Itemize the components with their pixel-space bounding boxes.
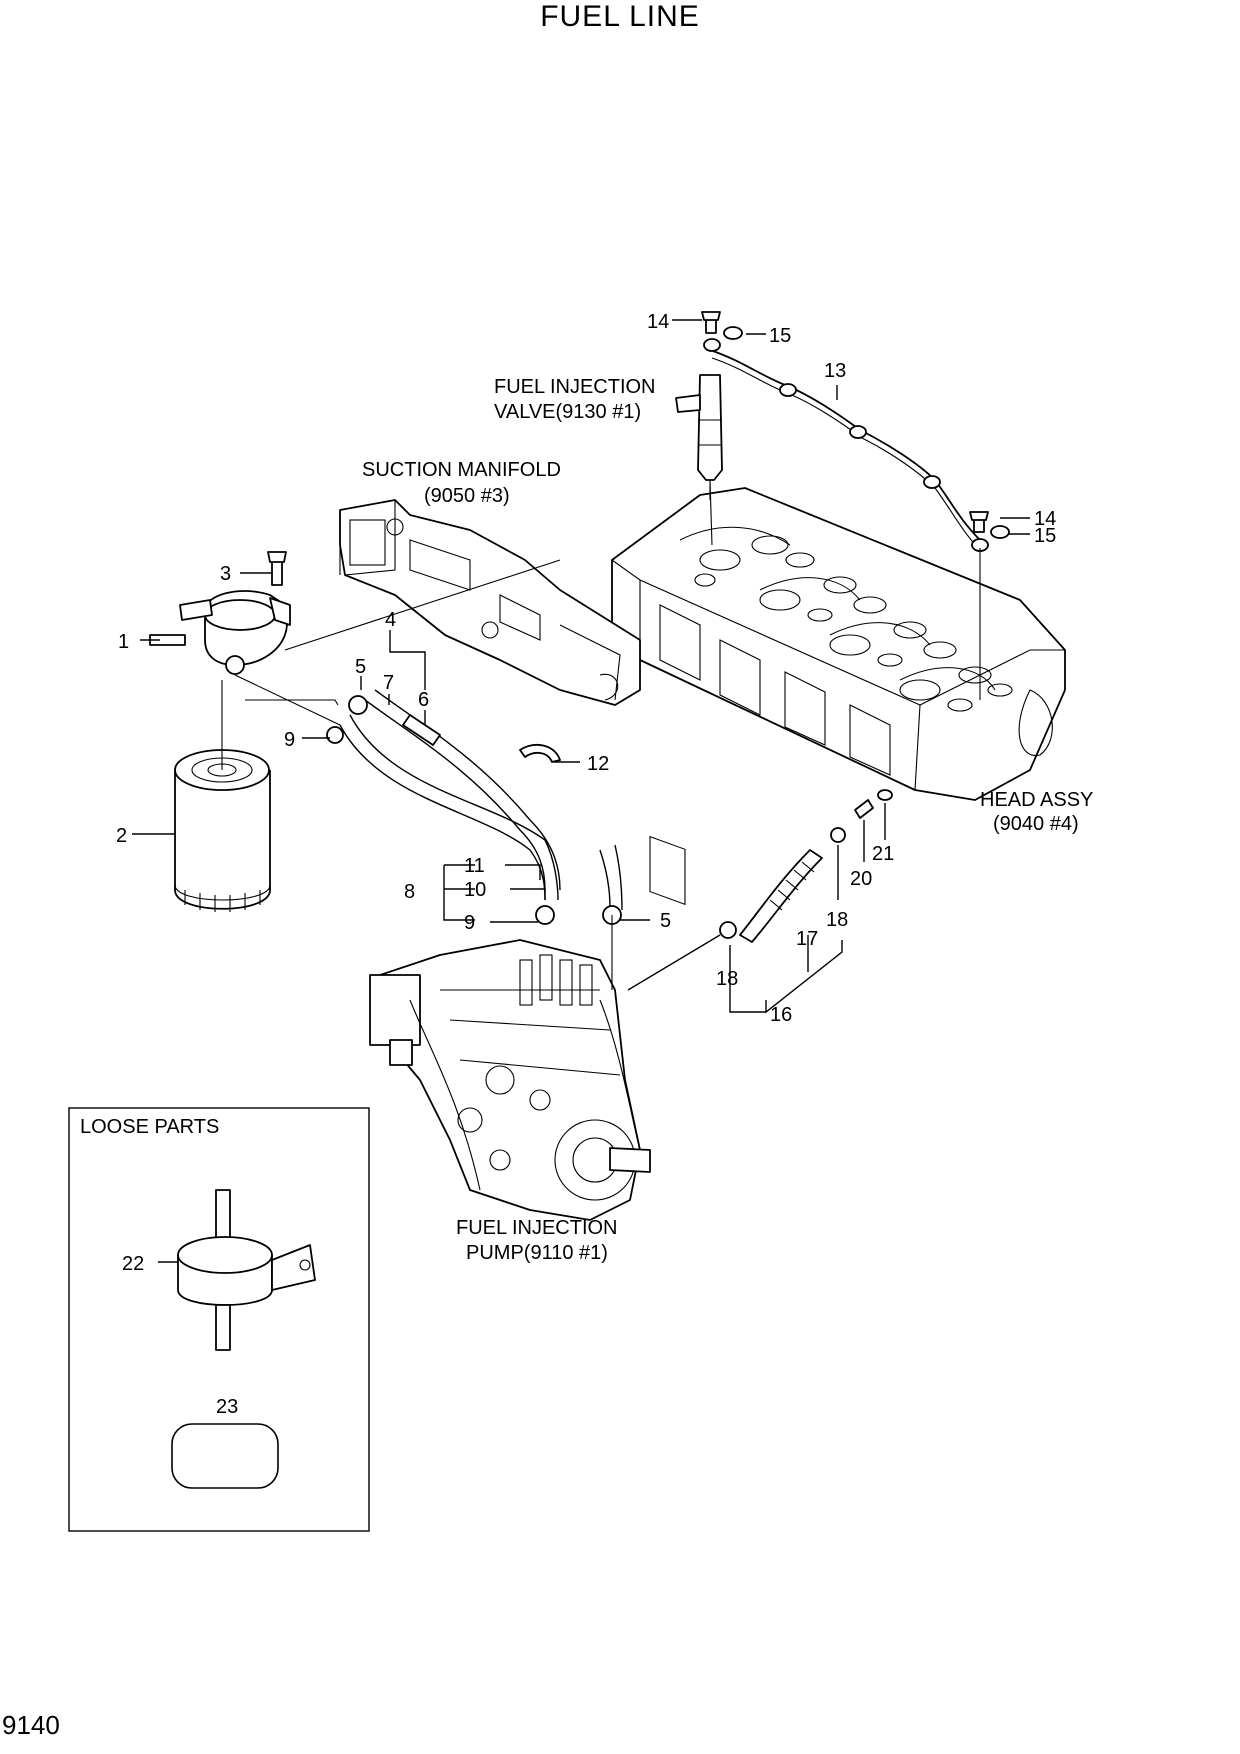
part-number: 22 bbox=[122, 1253, 144, 1275]
part-number: 8 bbox=[404, 881, 415, 903]
part-number: 14 bbox=[1034, 508, 1056, 530]
part-number: 15 bbox=[769, 325, 791, 347]
callout-head-assy-line2: (9040 #4) bbox=[993, 813, 1079, 835]
loose-parts-box: LOOSE PARTS bbox=[68, 1107, 370, 1532]
part-number: 12 bbox=[587, 753, 609, 775]
fuel-filter-element bbox=[174, 749, 271, 912]
part-number: 5 bbox=[660, 910, 671, 932]
return-hose bbox=[627, 789, 893, 991]
fuel-hoses bbox=[326, 689, 623, 925]
part-number: 9 bbox=[284, 729, 295, 751]
fuel-filter-head bbox=[149, 551, 291, 675]
leader-lines bbox=[132, 319, 1030, 1263]
callout-fuel-injection-valve-line2: VALVE(9130 #1) bbox=[494, 401, 641, 423]
callout-suction-manifold-line1: SUCTION MANIFOLD bbox=[362, 459, 561, 481]
callout-suction-manifold-line2: (9050 #3) bbox=[424, 485, 510, 507]
callout-labels: FUEL INJECTION VALVE(9130 #1) SUCTION MA… bbox=[362, 376, 1093, 1264]
part-number: 17 bbox=[796, 928, 818, 950]
part-number: 20 bbox=[850, 868, 872, 890]
part-number: 1 bbox=[118, 631, 129, 653]
page-number: 9140 bbox=[2, 1710, 60, 1740]
part-number: 7 bbox=[383, 672, 394, 694]
part-number: 16 bbox=[770, 1004, 792, 1026]
part-number: 4 bbox=[385, 609, 396, 631]
part-number: 10 bbox=[464, 879, 486, 901]
callout-head-assy-line1: HEAD ASSY bbox=[980, 789, 1093, 811]
loose-part-23 bbox=[171, 1423, 279, 1489]
part-number: 9 bbox=[464, 912, 475, 934]
hose-clip bbox=[519, 743, 561, 763]
part-number: 23 bbox=[216, 1396, 238, 1418]
part-number: 5 bbox=[355, 656, 366, 678]
loose-part-22 bbox=[177, 1189, 316, 1351]
part-number: 18 bbox=[826, 909, 848, 931]
page-title: FUEL LINE bbox=[540, 0, 700, 33]
part-number: 3 bbox=[220, 563, 231, 585]
part-number: 6 bbox=[418, 689, 429, 711]
part-number: 2 bbox=[116, 825, 127, 847]
callout-fuel-injection-valve-line1: FUEL INJECTION bbox=[494, 376, 656, 398]
part-number: 13 bbox=[824, 360, 846, 382]
injection-pump bbox=[369, 939, 651, 1221]
part-number: 11 bbox=[464, 855, 485, 877]
part-number: 15 bbox=[1034, 525, 1056, 547]
leak-off-pipe bbox=[701, 311, 1010, 552]
callout-fuel-injection-pump-line1: FUEL INJECTION bbox=[456, 1217, 618, 1239]
part-number: 14 bbox=[647, 311, 669, 333]
callout-fuel-injection-pump-line2: PUMP(9110 #1) bbox=[466, 1242, 608, 1264]
suction-manifold bbox=[339, 499, 641, 706]
part-number: 21 bbox=[872, 843, 894, 865]
cylinder-head bbox=[611, 487, 1066, 906]
loose-parts-label: LOOSE PARTS bbox=[80, 1116, 219, 1138]
injection-valve bbox=[675, 374, 723, 500]
part-number-labels: 1 2 3 4 5 7 6 9 12 13 14 15 14 15 8 11 1… bbox=[116, 311, 1056, 1418]
assembly-lines bbox=[221, 479, 981, 990]
part-number: 18 bbox=[716, 968, 738, 990]
